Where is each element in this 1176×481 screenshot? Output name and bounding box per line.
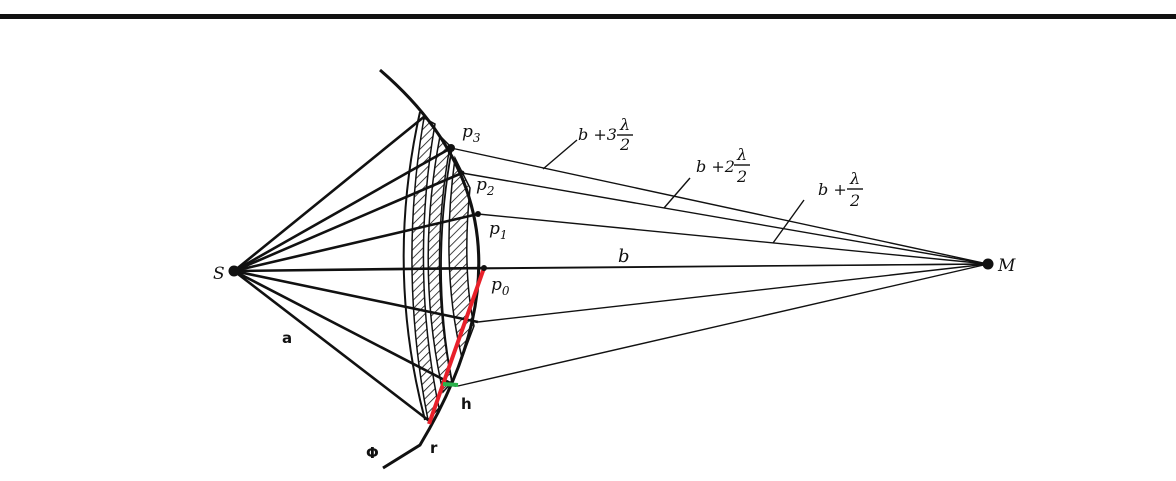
ray-S-low2 — [233, 269, 457, 388]
ray-p2-M — [461, 172, 989, 265]
label-b2-lambda: λ — [736, 145, 747, 164]
top-rule — [0, 14, 1176, 19]
ray-p3-M — [450, 147, 989, 265]
label-p0: p0 — [491, 275, 510, 298]
label-b1-two: 2 — [849, 191, 860, 210]
label-b-plus-2-lambda-half: b +2 λ 2 — [696, 145, 750, 186]
point-p0 — [481, 265, 487, 271]
label-b1-lambda: λ — [849, 169, 860, 188]
wavefront-phi — [379, 68, 481, 470]
ray-S-M-axis — [233, 263, 989, 272]
height-h-highlight — [442, 382, 459, 387]
ray-S-low1 — [233, 269, 479, 324]
ray-S-p3 — [233, 146, 452, 273]
label-b-plus-lambda-half: b + λ 2 — [818, 169, 863, 210]
label-p1: p1 — [489, 219, 508, 242]
leader-b2 — [663, 177, 691, 209]
ray-S-p1 — [233, 212, 479, 273]
label-phi: Φ — [366, 444, 379, 462]
wavefront-inner-arc — [402, 111, 426, 421]
ray-S-p2 — [233, 171, 463, 273]
label-p2: p2 — [476, 175, 495, 198]
label-b: b — [618, 246, 630, 267]
point-p3 — [447, 144, 455, 152]
label-b3-prefix: b +3 — [578, 125, 617, 144]
label-b2-prefix: b +2 — [696, 157, 735, 176]
point-M — [982, 258, 994, 270]
ray-low1-M — [477, 263, 989, 323]
point-S — [228, 265, 240, 277]
zone-band-middle — [427, 134, 453, 394]
leader-b1 — [772, 199, 805, 244]
label-r: r — [430, 439, 438, 457]
leader-b3 — [542, 139, 578, 170]
ray-p1-M — [477, 213, 989, 265]
point-p2 — [459, 170, 465, 176]
ray-S-top — [233, 114, 426, 273]
label-h: h — [461, 395, 472, 413]
label-b1-prefix: b + — [818, 180, 847, 199]
label-S: S — [213, 264, 225, 284]
label-a: a — [282, 329, 292, 347]
ray-low2-M — [457, 263, 989, 387]
label-b3-lambda: λ — [619, 115, 630, 134]
label-b2-two: 2 — [736, 167, 747, 186]
label-b-plus-3-lambda-half: b +3 λ 2 — [578, 115, 633, 154]
label-p3: p3 — [462, 122, 481, 145]
wavefront-arc-2 — [440, 147, 453, 383]
label-leaders — [542, 139, 805, 244]
radius-r-highlight — [427, 267, 486, 425]
ray-S-bottom — [233, 269, 429, 422]
label-b3-two: 2 — [619, 135, 630, 154]
point-p1 — [475, 211, 481, 217]
rays-to-M — [233, 147, 989, 387]
label-M: M — [997, 256, 1016, 276]
